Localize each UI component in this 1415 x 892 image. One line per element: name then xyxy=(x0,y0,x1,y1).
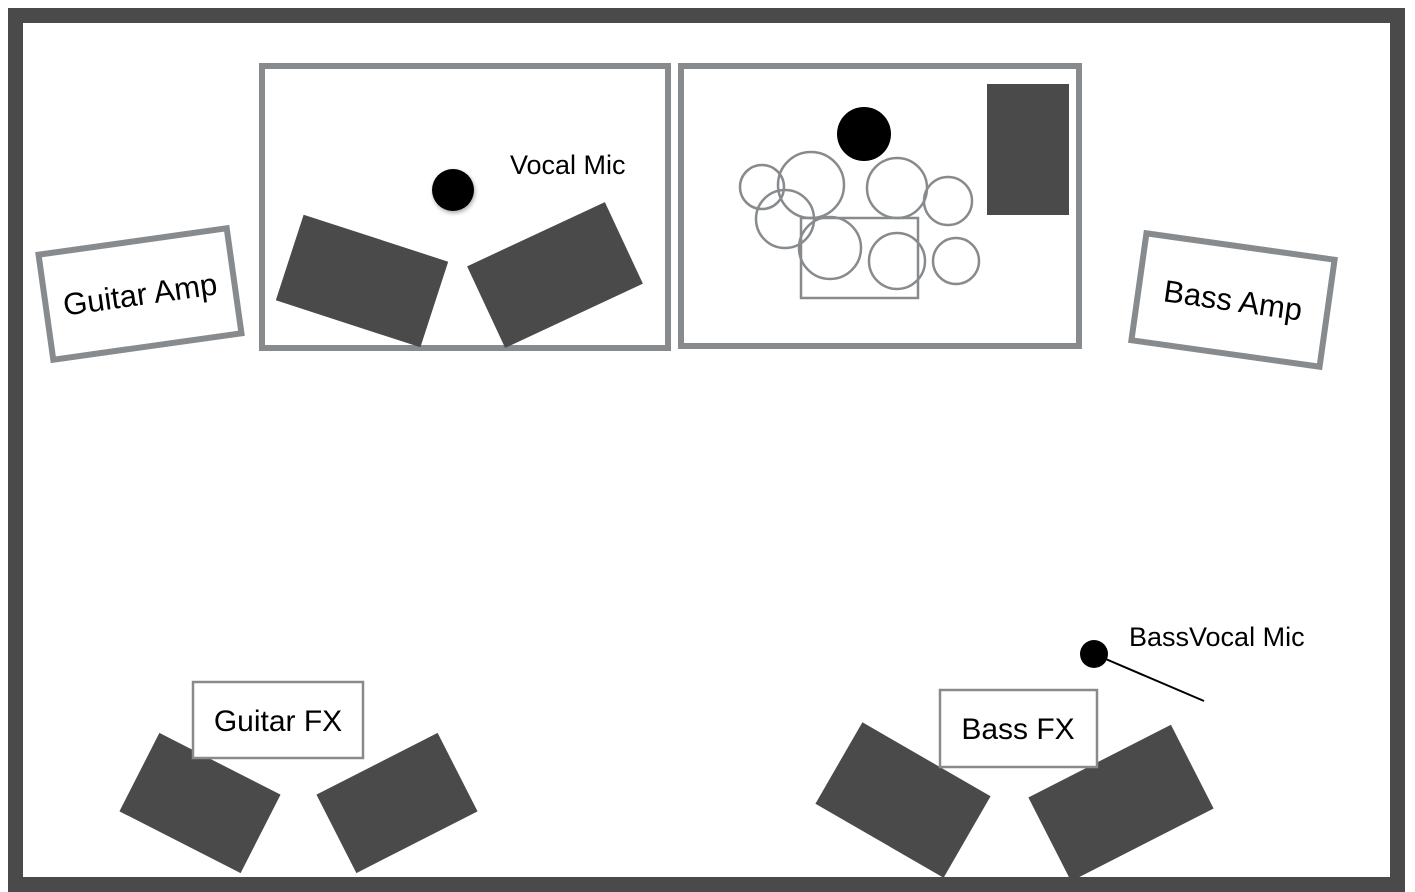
cymbal-left-icon xyxy=(738,163,786,211)
guitar-monitor-left xyxy=(119,732,281,874)
bass-amp-box xyxy=(1128,229,1338,371)
guitar-fx-label: Guitar FX xyxy=(214,705,342,738)
bass-fx-label: Bass FX xyxy=(961,713,1074,746)
vocal-mic-label: Vocal Mic xyxy=(510,150,626,180)
guitar-amp: Guitar Amp xyxy=(35,224,245,364)
bass-vocal-mic-stand xyxy=(1093,653,1205,702)
guitar-amp-box xyxy=(35,224,245,364)
vocal-monitor-left xyxy=(275,214,449,348)
bass-vocal-mic-label: BassVocal Mic xyxy=(1129,622,1305,652)
drum-kit xyxy=(738,150,981,300)
bass-monitor-left xyxy=(815,722,991,878)
bass-fx-box xyxy=(938,688,1099,769)
tom-floor-left-icon xyxy=(754,188,816,250)
drum-riser xyxy=(678,63,1082,349)
vocal-monitor-right xyxy=(467,202,643,348)
floor-tom-icon xyxy=(867,231,927,291)
vocal-mic-icon xyxy=(432,169,474,211)
drum-monitor xyxy=(987,84,1069,215)
cymbal-right-icon xyxy=(931,236,981,286)
snare-icon xyxy=(797,215,863,281)
drum-mic-icon xyxy=(837,107,891,161)
tom-rack-icon xyxy=(776,150,846,220)
guitar-monitor-right xyxy=(316,732,478,874)
guitar-fx-box xyxy=(191,680,365,760)
hihat-icon xyxy=(922,175,974,227)
bass-vocal-mic-icon xyxy=(1080,640,1108,668)
bass-monitor-right xyxy=(1028,724,1214,882)
vocal-riser xyxy=(259,63,671,351)
bass-amp: Bass Amp xyxy=(1128,229,1338,371)
